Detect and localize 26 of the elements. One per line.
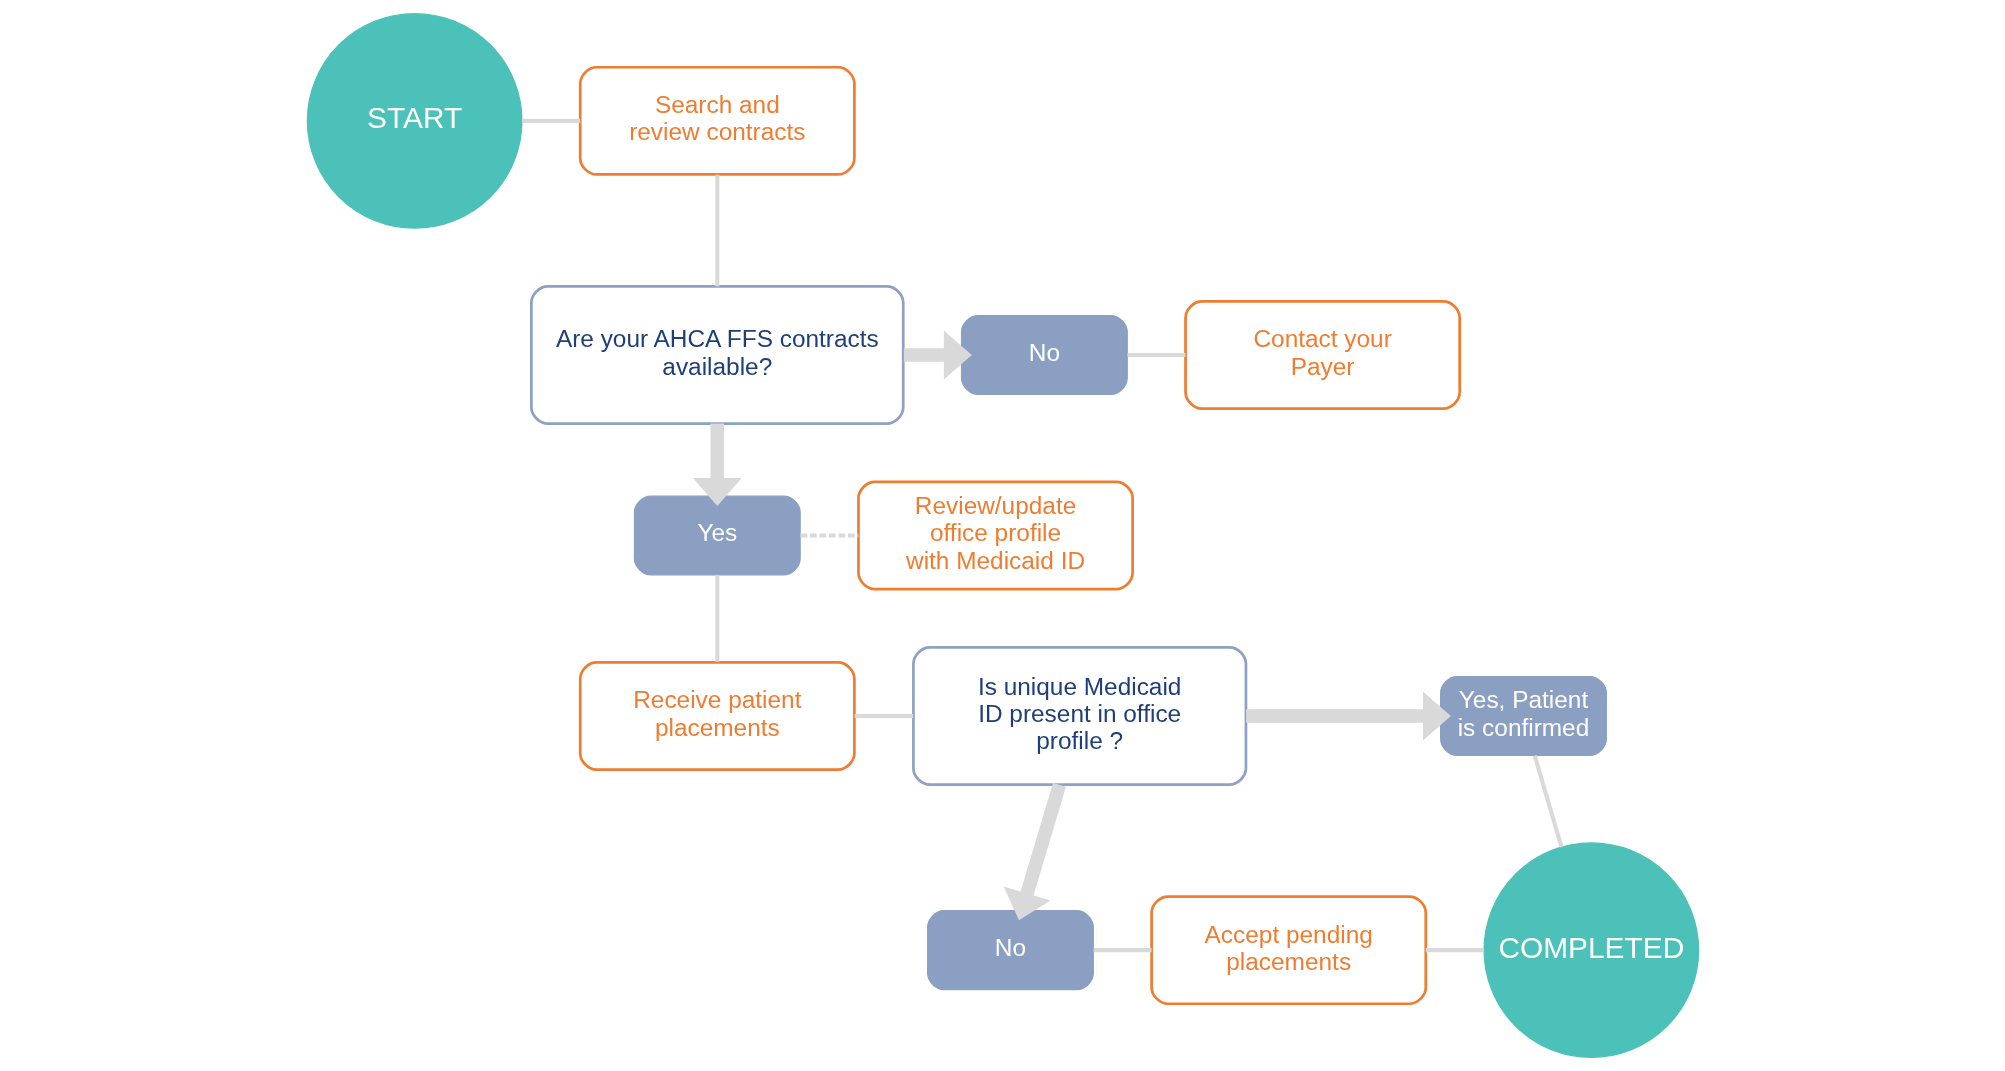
arrow — [1245, 691, 1451, 741]
node-circle: COMPLETED — [1482, 842, 1699, 1059]
node-box: Search and review contracts — [578, 65, 856, 176]
node-box: No — [960, 314, 1128, 396]
node-box: Contact your Payer — [1183, 300, 1461, 410]
connector — [1425, 948, 1484, 953]
connector — [521, 118, 580, 123]
arrow — [903, 330, 972, 380]
connector — [714, 174, 719, 287]
arrow — [1003, 782, 1066, 921]
connector — [1127, 352, 1185, 358]
node-circle: START — [306, 12, 523, 229]
node-box: Yes, Patient is confirmed — [1439, 675, 1607, 757]
connector — [1532, 755, 1563, 848]
node-box: No — [926, 910, 1094, 991]
arrow — [692, 423, 742, 507]
node-box: Is unique Medicaid ID present in office profile ? — [911, 646, 1247, 786]
connector — [714, 575, 719, 662]
node-box: Review/update office profile with Medicaid ID — [856, 480, 1134, 591]
connector — [799, 533, 858, 538]
node-box: Receive patient placements — [578, 661, 856, 771]
connector — [854, 713, 913, 719]
connector — [1093, 948, 1151, 953]
node-box: Accept pending placements — [1149, 895, 1427, 1006]
node-box: Are your AHCA FFS contracts available? — [529, 285, 905, 425]
node-box: Yes — [633, 495, 801, 576]
